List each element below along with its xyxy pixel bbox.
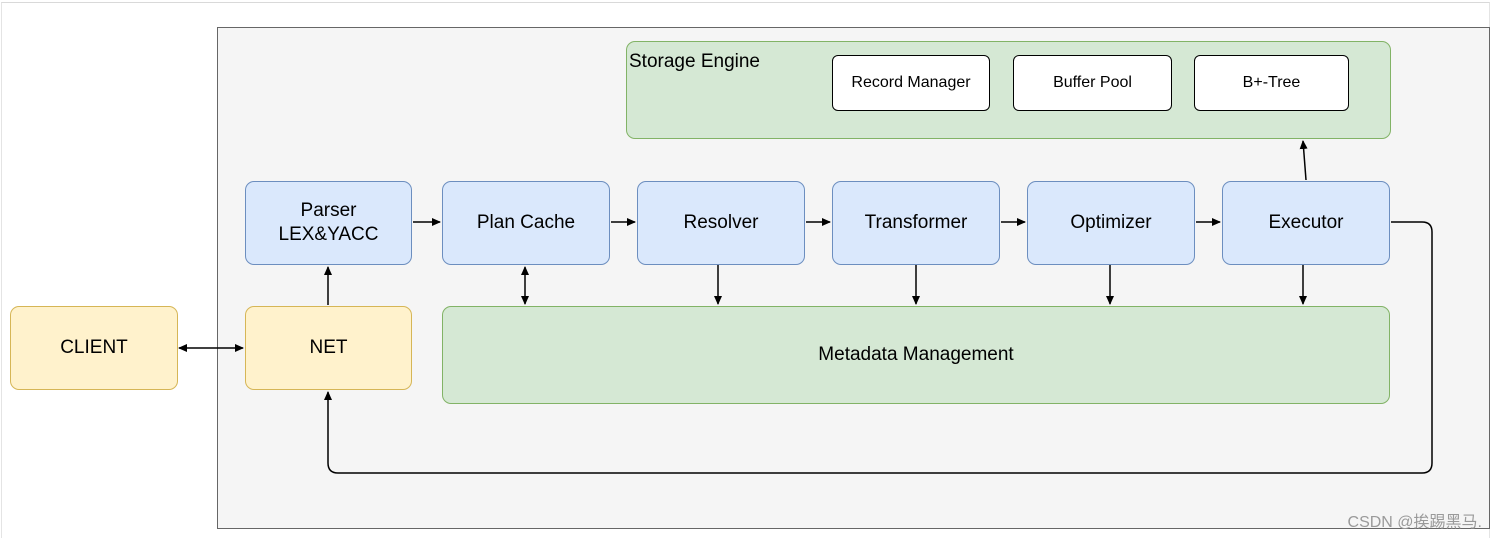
buffer-pool-node: Buffer Pool (1013, 55, 1172, 111)
optimizer-node: Optimizer (1027, 181, 1195, 265)
record-manager-node: Record Manager (832, 55, 990, 111)
storage-engine-label: Storage Engine (629, 51, 760, 72)
client-node: CLIENT (10, 306, 178, 390)
executor-node: Executor (1222, 181, 1390, 265)
plan-cache-node: Plan Cache (442, 181, 610, 265)
watermark: CSDN @挨踢黑马. (1347, 514, 1482, 531)
parser-node: Parser LEX&YACC (245, 181, 412, 265)
net-node: NET (245, 306, 412, 390)
resolver-node: Resolver (637, 181, 805, 265)
metadata-management-node: Metadata Management (442, 306, 1390, 404)
bplus-tree-node: B+-Tree (1194, 55, 1349, 111)
transformer-node: Transformer (832, 181, 1000, 265)
